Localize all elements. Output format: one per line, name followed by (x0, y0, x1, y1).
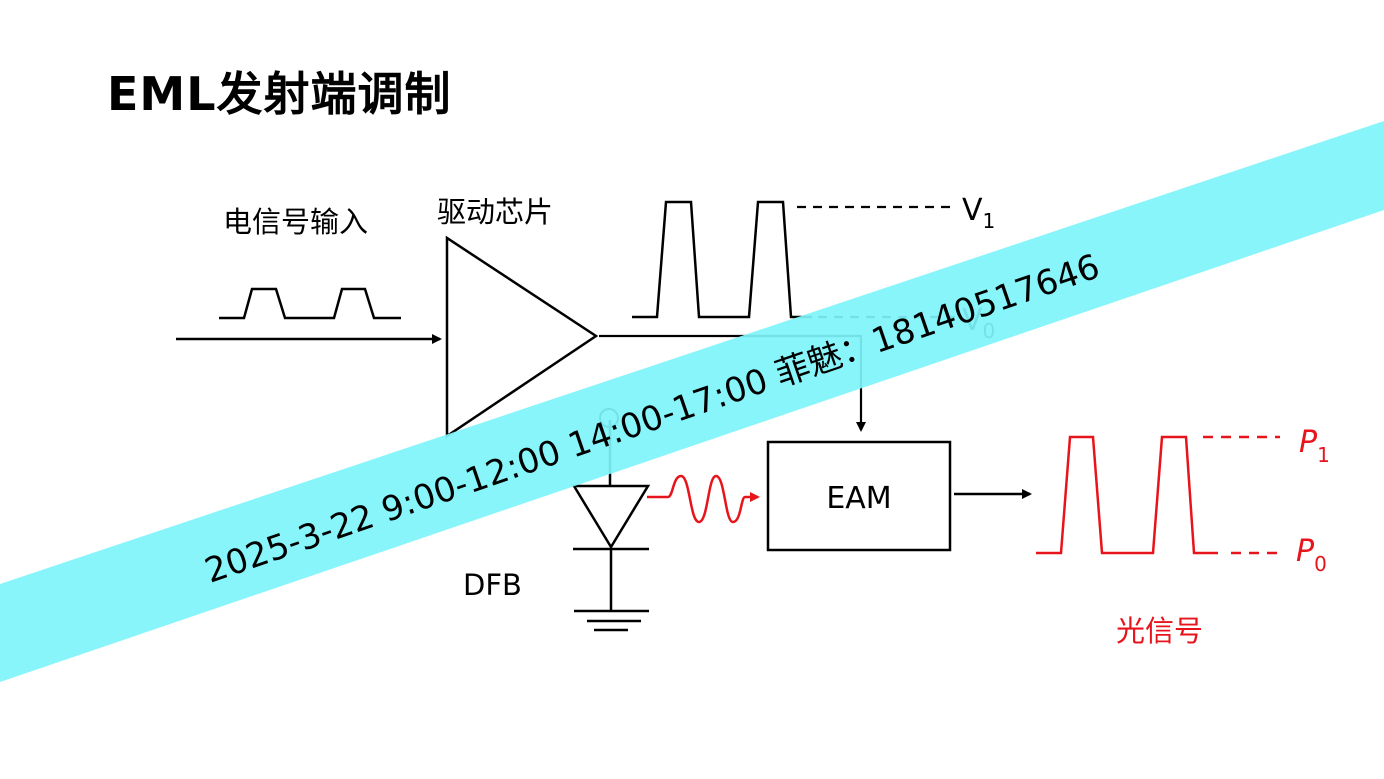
electrical-input-label: 电信号输入 (223, 205, 368, 239)
p1-label: P1 (1299, 425, 1330, 467)
eam-modulator-box (766, 440, 952, 552)
driver-chip-label: 驱动芯片 (437, 195, 553, 229)
driver-amplifier-symbol (445, 235, 599, 439)
p0-label: P0 (1296, 534, 1327, 576)
optical-signal-label: 光信号 (1116, 614, 1203, 648)
optical-waveform (1036, 435, 1218, 555)
optical-carrier-wave (647, 474, 760, 524)
v1-label: V1 (962, 193, 995, 233)
driven-waveform (632, 200, 812, 319)
dfb-label: DFB (463, 568, 522, 602)
ground-icon (574, 609, 649, 632)
dfb-diode-triangle (571, 484, 651, 550)
eam-label: EAM (826, 481, 891, 516)
watermark-band (0, 121, 1384, 682)
watermark-text: 2025-3-22 9:00-12:00 14:00-17:00 菲魅：1814… (200, 247, 1105, 592)
slide-title: EML发射端调制 (107, 67, 452, 121)
input-waveform (219, 287, 401, 320)
